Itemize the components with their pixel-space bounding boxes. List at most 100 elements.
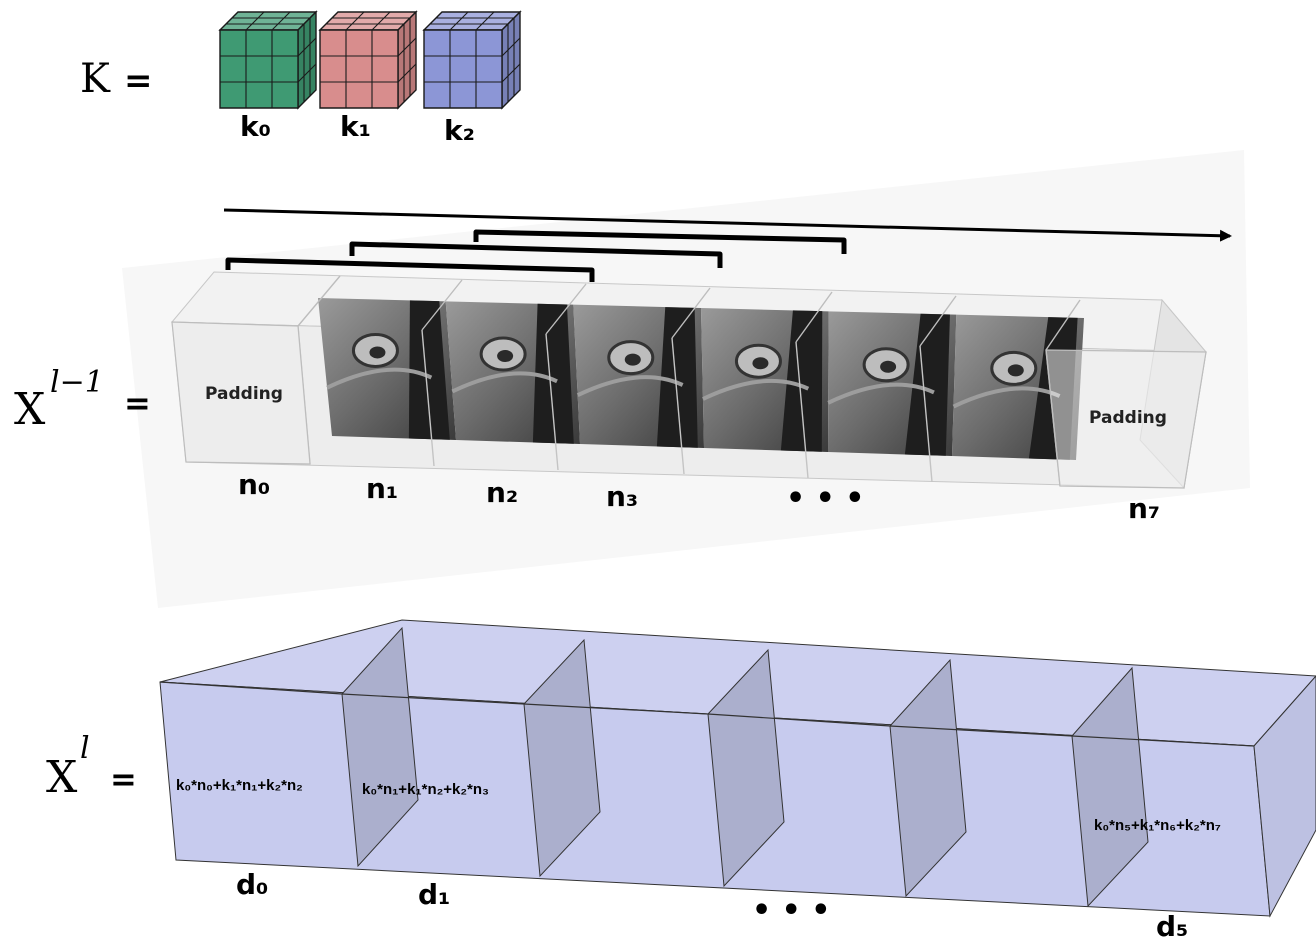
- output-box-edge-2: [523, 703, 709, 715]
- slice-divider-edge: [671, 337, 685, 475]
- mri-heart-chamber: [624, 353, 641, 366]
- slice-divider: [421, 279, 463, 467]
- output-label-d1: d₁: [418, 878, 450, 911]
- mri-dark-region: [780, 310, 823, 452]
- slice-divider-edge: [421, 329, 435, 467]
- output-box-edge-3: [707, 713, 891, 727]
- kernel-cube-gridline: [397, 37, 417, 57]
- padding-label-right: Padding: [1089, 408, 1167, 428]
- output-superscript: l: [80, 731, 90, 766]
- kernel-cube-face: [219, 29, 299, 109]
- slice-divider-edge: [1045, 299, 1081, 351]
- mri-heart-chamber: [369, 346, 386, 359]
- kernel-cubes: k₀ k₁ k₂: [218, 10, 522, 147]
- slice-divider-edge: [919, 345, 933, 483]
- kernel-cube-gridline: [271, 11, 291, 31]
- slice-divider: [671, 287, 711, 475]
- mri-tissue-curve: [576, 375, 684, 398]
- kernel-cube-1: k₁: [318, 10, 418, 143]
- mri-heart-chamber: [880, 360, 897, 373]
- slice-label-n3: n₃: [606, 480, 638, 513]
- output-symbol: X: [46, 752, 78, 803]
- kernel-cube-gridline: [345, 11, 365, 31]
- kernel-cube-gridline: [371, 11, 391, 31]
- slice-label-n0: n₀: [238, 468, 270, 501]
- kernel-label-1: k₁: [340, 110, 371, 143]
- padding-cube-right: [1045, 349, 1207, 489]
- output-divider-slab-5: [1071, 666, 1149, 908]
- output-label-d0: d₀: [236, 868, 268, 901]
- bracket-window-2: [473, 229, 847, 254]
- padding-cube-left: [171, 321, 311, 465]
- output-label-d5: d₅: [1156, 910, 1188, 941]
- kernel-row: K = k₀ k₁ k₂: [80, 10, 522, 147]
- output-box-edge-0: [159, 681, 343, 695]
- slice-divider-edge: [671, 287, 711, 339]
- kernel-cube-gridline: [449, 11, 469, 31]
- mri-dark-region: [532, 303, 574, 444]
- kernel-symbol: K: [80, 56, 111, 102]
- input-superscript: l−1: [50, 365, 104, 400]
- formula-d5: k₀*n₅+k₁*n₆+k₂*n₇: [1094, 817, 1221, 834]
- slice-divider-edge: [545, 283, 587, 335]
- padding-label-left: Padding: [205, 384, 283, 404]
- kernel-label-2: k₂: [444, 114, 475, 147]
- mri-heart-chamber: [752, 357, 769, 370]
- output-divider-slab-1: [341, 626, 419, 868]
- kernel-cube-gridline: [501, 63, 521, 83]
- kernel-cube-gridline: [475, 11, 495, 31]
- output-slice-strip: [159, 619, 1316, 918]
- mri-tissue-curve: [827, 382, 935, 405]
- mri-dark-region: [904, 313, 950, 456]
- kernel-cube-face: [423, 29, 503, 109]
- mri-tissue-curve: [326, 367, 433, 390]
- output-ellipsis: • • •: [752, 893, 830, 928]
- formula-d1: k₀*n₁+k₁*n₂+k₂*n₃: [362, 781, 489, 798]
- kernel-cube-gridline: [397, 63, 417, 83]
- slice-divider-edge: [795, 291, 833, 343]
- slice-label-n1: n₁: [366, 472, 398, 505]
- output-divider-slab-3: [707, 648, 785, 888]
- kernel-cube-face: [297, 10, 317, 110]
- slice-label-n7: n₇: [1128, 492, 1160, 525]
- input-row: X l−1 = Padding Padding n₀ n₁ n₂ n₃ n₇ •…: [14, 150, 1250, 608]
- mri-frame-5: [827, 311, 957, 456]
- kernel-cube-gridline: [501, 37, 521, 57]
- mri-frame-3: [573, 304, 704, 448]
- slice-divider-edge: [545, 333, 559, 471]
- slice-divider-edge: [795, 341, 809, 479]
- formula-d0: k₀*n₀+k₁*n₁+k₂*n₂: [176, 777, 303, 794]
- mri-tissue-curve: [702, 378, 810, 401]
- kernel-cube-0: k₀: [218, 10, 318, 143]
- mri-heart-chamber: [497, 350, 514, 363]
- kernel-cube-gridline: [297, 63, 317, 83]
- kernel-equals: =: [124, 61, 153, 101]
- input-ellipsis: • • •: [786, 481, 864, 516]
- output-end-face: [1253, 675, 1316, 918]
- mri-frame-4: [701, 308, 829, 452]
- kernel-cube-face: [397, 10, 417, 110]
- slice-divider: [795, 291, 833, 479]
- output-box-edge-1: [341, 693, 525, 705]
- slice-divider: [919, 295, 957, 483]
- output-equals: =: [110, 760, 137, 798]
- kernel-cube-face: [319, 29, 399, 109]
- kernel-label-0: k₀: [240, 110, 271, 143]
- mri-frame-2: [445, 301, 580, 444]
- direction-arrow: [223, 208, 1232, 242]
- receptive-field-brackets: [225, 229, 847, 282]
- output-box-edge-5: [1071, 735, 1255, 747]
- kernel-cube-gridline: [297, 37, 317, 57]
- input-symbol: X: [14, 384, 46, 435]
- output-divider-slab-4: [889, 658, 967, 898]
- slice-divider-edge: [297, 275, 341, 327]
- output-divider-slab-2: [523, 638, 601, 878]
- mri-tissue-curve: [451, 371, 558, 394]
- input-equals: =: [124, 384, 151, 422]
- kernel-cube-gridline: [245, 11, 265, 31]
- bracket-window-0: [225, 257, 595, 282]
- slice-divider-edge: [919, 295, 957, 347]
- bracket-window-1: [349, 241, 723, 268]
- slice-divider-edge: [421, 279, 463, 331]
